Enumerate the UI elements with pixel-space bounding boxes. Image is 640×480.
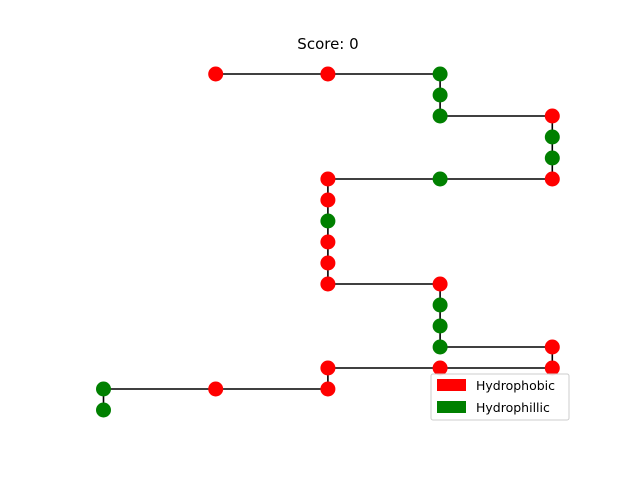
hydrophobic-residue xyxy=(544,171,560,187)
hydrophillic-residue xyxy=(544,150,560,166)
hydrophobic-residue xyxy=(320,171,336,187)
hydrophobic-residue xyxy=(320,360,336,376)
score-title: Score: 0 xyxy=(297,35,358,53)
hydrophobic-residue xyxy=(544,339,560,355)
hydrophillic-residue xyxy=(432,171,448,187)
hydrophillic-residue xyxy=(432,108,448,124)
hydrophillic-residue xyxy=(432,66,448,82)
hydrophobic-residue xyxy=(320,234,336,250)
hydrophillic-residue xyxy=(432,318,448,334)
hydrophillic-residue xyxy=(432,297,448,313)
hydrophobic-residue xyxy=(320,192,336,208)
hydrophobic-residue xyxy=(320,381,336,397)
legend-swatch-hydrophillic xyxy=(437,401,466,413)
hydrophillic-residue xyxy=(432,339,448,355)
legend-swatch-hydrophobic xyxy=(437,379,466,391)
hydrophobic-residue xyxy=(208,66,224,82)
chain-residues xyxy=(96,66,560,418)
hydrophobic-residue xyxy=(208,381,224,397)
legend-label-hydrophobic: Hydrophobic xyxy=(476,378,555,393)
hydrophillic-residue xyxy=(96,381,111,397)
hydrophobic-residue xyxy=(544,108,560,124)
hydrophillic-residue xyxy=(432,87,448,103)
hydrophillic-residue xyxy=(96,402,111,418)
hydrophillic-residue xyxy=(544,129,560,145)
legend: Hydrophobic Hydrophillic xyxy=(430,373,570,421)
hydrophobic-residue xyxy=(544,360,560,376)
legend-label-hydrophillic: Hydrophillic xyxy=(476,400,550,415)
hydrophobic-residue xyxy=(432,276,448,292)
hydrophobic-residue xyxy=(320,255,336,271)
hydrophobic-residue xyxy=(320,66,336,82)
hydrophobic-residue xyxy=(432,360,448,376)
hydrophobic-residue xyxy=(320,276,336,292)
hydrophillic-residue xyxy=(320,213,336,229)
